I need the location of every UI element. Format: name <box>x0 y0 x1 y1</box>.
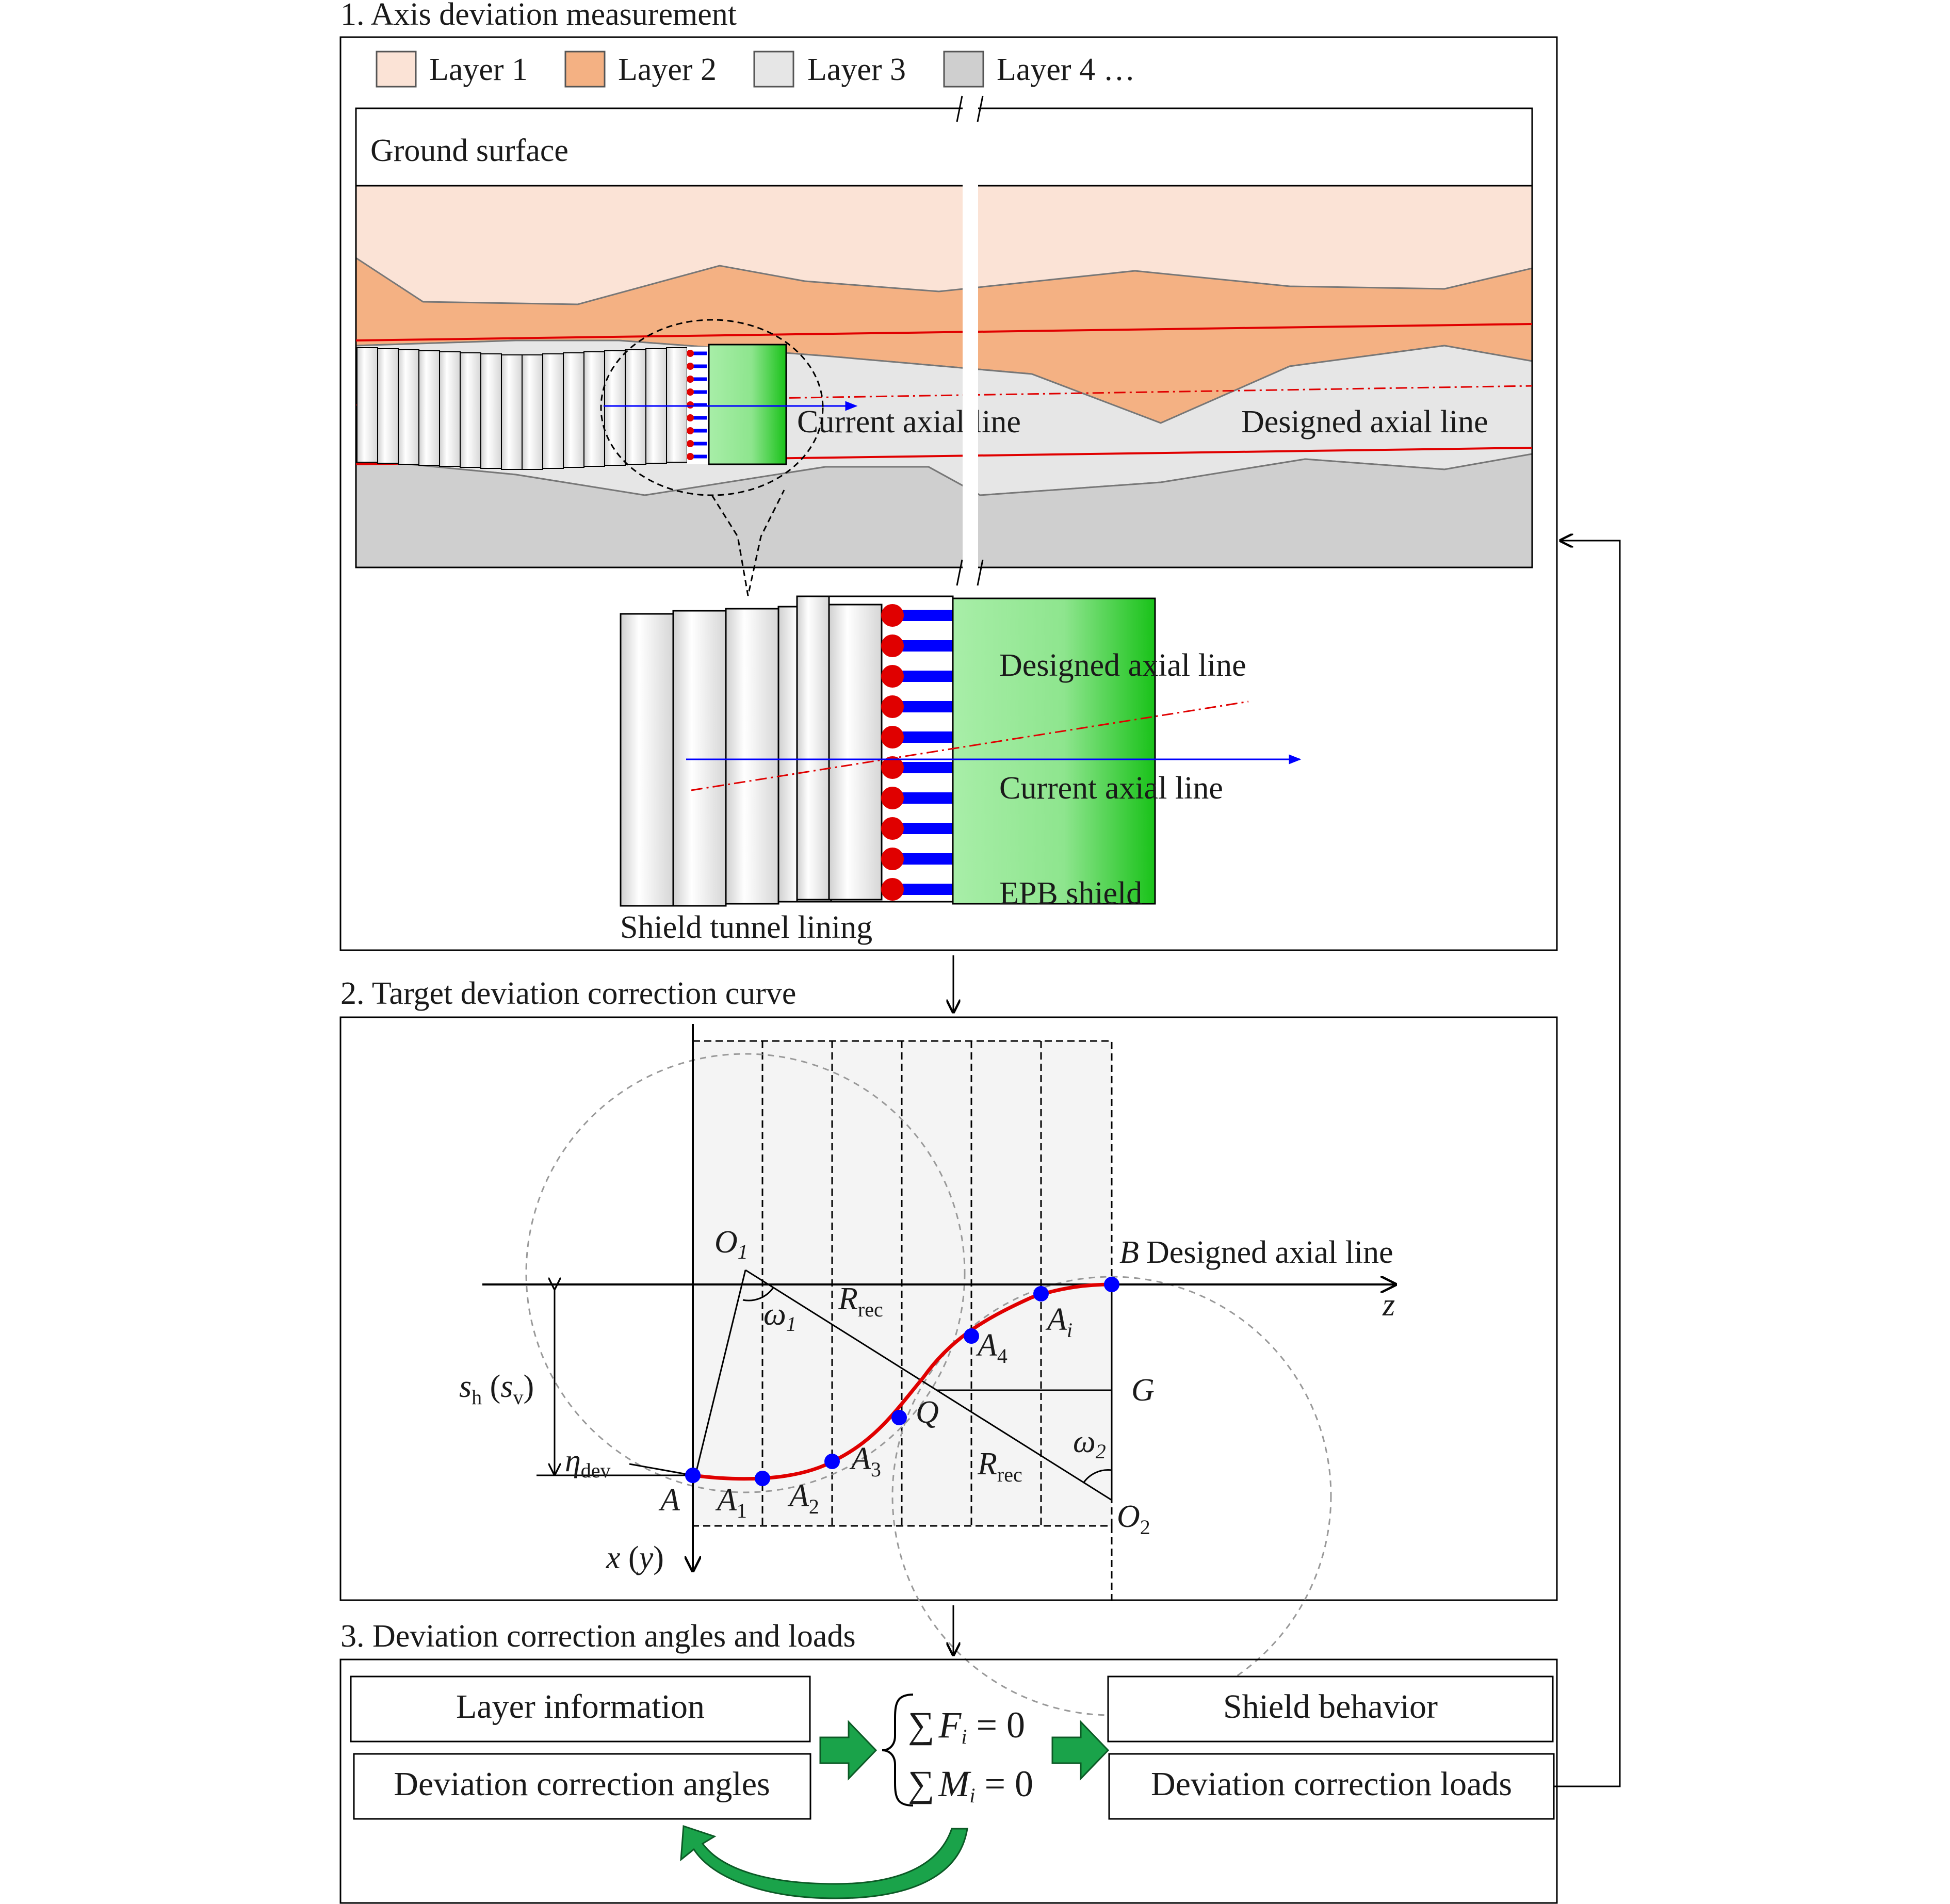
box-shield-behavior-label: Shield behavior <box>1223 1688 1438 1726</box>
section3-frame <box>339 1658 1558 1904</box>
break-mark-bottom-left <box>956 559 963 586</box>
legend-label-layer2: Layer 2 <box>618 52 717 87</box>
zoom-designed-axial-line-label: Designed axial line <box>999 648 1246 683</box>
break-mark-top-left <box>956 95 963 122</box>
label-r-rec-2: Rrec <box>977 1446 1022 1486</box>
legend-swatch-layer3 <box>753 51 794 88</box>
equation-brace <box>882 1694 914 1807</box>
point-a1 <box>755 1471 770 1486</box>
break-mark-top-right <box>977 95 984 122</box>
label-omega2: ω2 <box>1073 1424 1106 1463</box>
point-a4 <box>964 1328 979 1344</box>
load-calculation-flow: Layer information Deviation correction a… <box>350 541 1621 1899</box>
radius-o1-a <box>692 1270 746 1486</box>
label-z: z <box>1382 1288 1395 1323</box>
angle-arc-omega2 <box>1082 1469 1112 1484</box>
box-shield-behavior <box>1107 1675 1554 1743</box>
line-o1-o2 <box>745 1269 1112 1501</box>
box-deviation-correction-loads-label: Deviation correction loads <box>1151 1765 1512 1803</box>
label-ai: Ai <box>1045 1302 1072 1342</box>
legend: Layer 1 Layer 2 Layer 3 Layer 4 … <box>376 51 1135 88</box>
layer4-region <box>356 453 1532 567</box>
section-inner-frame <box>355 185 1533 568</box>
label-g: G <box>1131 1373 1155 1408</box>
circle-o1 <box>525 1053 966 1493</box>
box-layer-information <box>350 1675 811 1743</box>
legend-label-layer4: Layer 4 … <box>997 52 1135 87</box>
angle-arc-omega1 <box>742 1287 774 1301</box>
tunnel-lining <box>356 347 688 470</box>
zoom-pointer <box>711 490 785 596</box>
legend-label-layer3: Layer 3 <box>807 52 906 87</box>
feedback-arrow-to-section1 <box>1554 541 1621 1787</box>
label-q: Q <box>916 1395 939 1430</box>
box-deviation-correction-angles-label: Deviation correction angles <box>394 1765 770 1803</box>
green-arrow-left <box>819 1720 878 1781</box>
label-omega1: ω1 <box>763 1297 797 1336</box>
box-layer-information-label: Layer information <box>456 1688 705 1726</box>
section2-title: 2. Target deviation correction curve <box>340 976 796 1011</box>
zoom-current-axial-line-label: Current axial line <box>999 771 1223 806</box>
label-o2: O2 <box>1117 1499 1150 1539</box>
equation-moment-balance: ∑Mi = 0 <box>908 1763 1033 1807</box>
label-b: B <box>1119 1235 1139 1270</box>
label-o1: O1 <box>714 1225 748 1263</box>
green-arrow-right <box>1051 1720 1110 1781</box>
label-eta-dev: ηdev <box>565 1443 611 1482</box>
eta-tangent <box>629 1463 693 1476</box>
zoom-lining-segment-5 <box>796 595 830 901</box>
label-a: A <box>658 1483 680 1518</box>
section3-title: 3. Deviation correction angles and loads <box>340 1619 856 1654</box>
label-a1: A1 <box>715 1483 747 1522</box>
zoom-jacks <box>881 604 953 901</box>
equation-force-balance: ∑Fi = 0 <box>908 1704 1025 1748</box>
label-designed-axial-line: Designed axial line <box>1146 1235 1393 1270</box>
break-mark-bottom-right <box>977 559 984 586</box>
point-b <box>1104 1277 1119 1292</box>
correction-curve-diagram: O1 B Designed axial line z ω1 Rrec Ai A4… <box>459 1024 1395 1716</box>
box-deviation-correction-angles <box>353 1753 811 1820</box>
zoom-lining-segment-6 <box>828 604 883 901</box>
zoom-lining-label: Shield tunnel lining <box>620 910 872 945</box>
zoom-lining-segment-1 <box>620 613 674 907</box>
label-a2: A2 <box>787 1478 819 1518</box>
designed-axial-line-label: Designed axial line <box>1241 404 1488 440</box>
legend-swatch-layer4 <box>943 51 984 88</box>
point-a <box>685 1468 701 1483</box>
label-a4: A4 <box>976 1328 1008 1368</box>
ground-surface-label: Ground surface <box>370 133 568 168</box>
label-r-rec-1: Rrec <box>838 1281 883 1321</box>
point-q-near <box>891 1410 907 1425</box>
section1-frame <box>339 36 1558 951</box>
legend-swatch-layer2 <box>564 51 606 88</box>
label-s: sh (sv) <box>459 1369 534 1409</box>
zoom-epb-shield-label: EPB shield <box>999 876 1142 911</box>
point-ai <box>1033 1286 1049 1301</box>
label-x-y: x (y) <box>606 1540 664 1575</box>
zoom-epb-shield <box>952 597 1156 905</box>
designed-tunnel-top-line <box>355 323 1533 341</box>
section1-title: 1. Axis deviation measurement <box>340 0 737 32</box>
current-axial-line-label: Current axial line <box>797 404 1021 440</box>
point-a3 <box>824 1454 840 1469</box>
small-epb-shield <box>708 344 787 465</box>
geological-section: Ground surface <box>355 95 1533 596</box>
legend-swatch-layer1 <box>376 51 417 88</box>
section-break-band <box>963 184 978 569</box>
green-feedback-arrow <box>680 1825 968 1899</box>
zoom-lining-segment-2 <box>672 610 727 907</box>
zoom-detail: Designed axial line Current axial line E… <box>620 595 1302 945</box>
label-a3: A3 <box>849 1441 881 1481</box>
zoom-designed-axial-line <box>691 701 1249 791</box>
zoom-lining-segment-3 <box>725 608 779 905</box>
legend-label-layer1: Layer 1 <box>429 52 528 87</box>
section2-frame <box>339 1016 1558 1601</box>
